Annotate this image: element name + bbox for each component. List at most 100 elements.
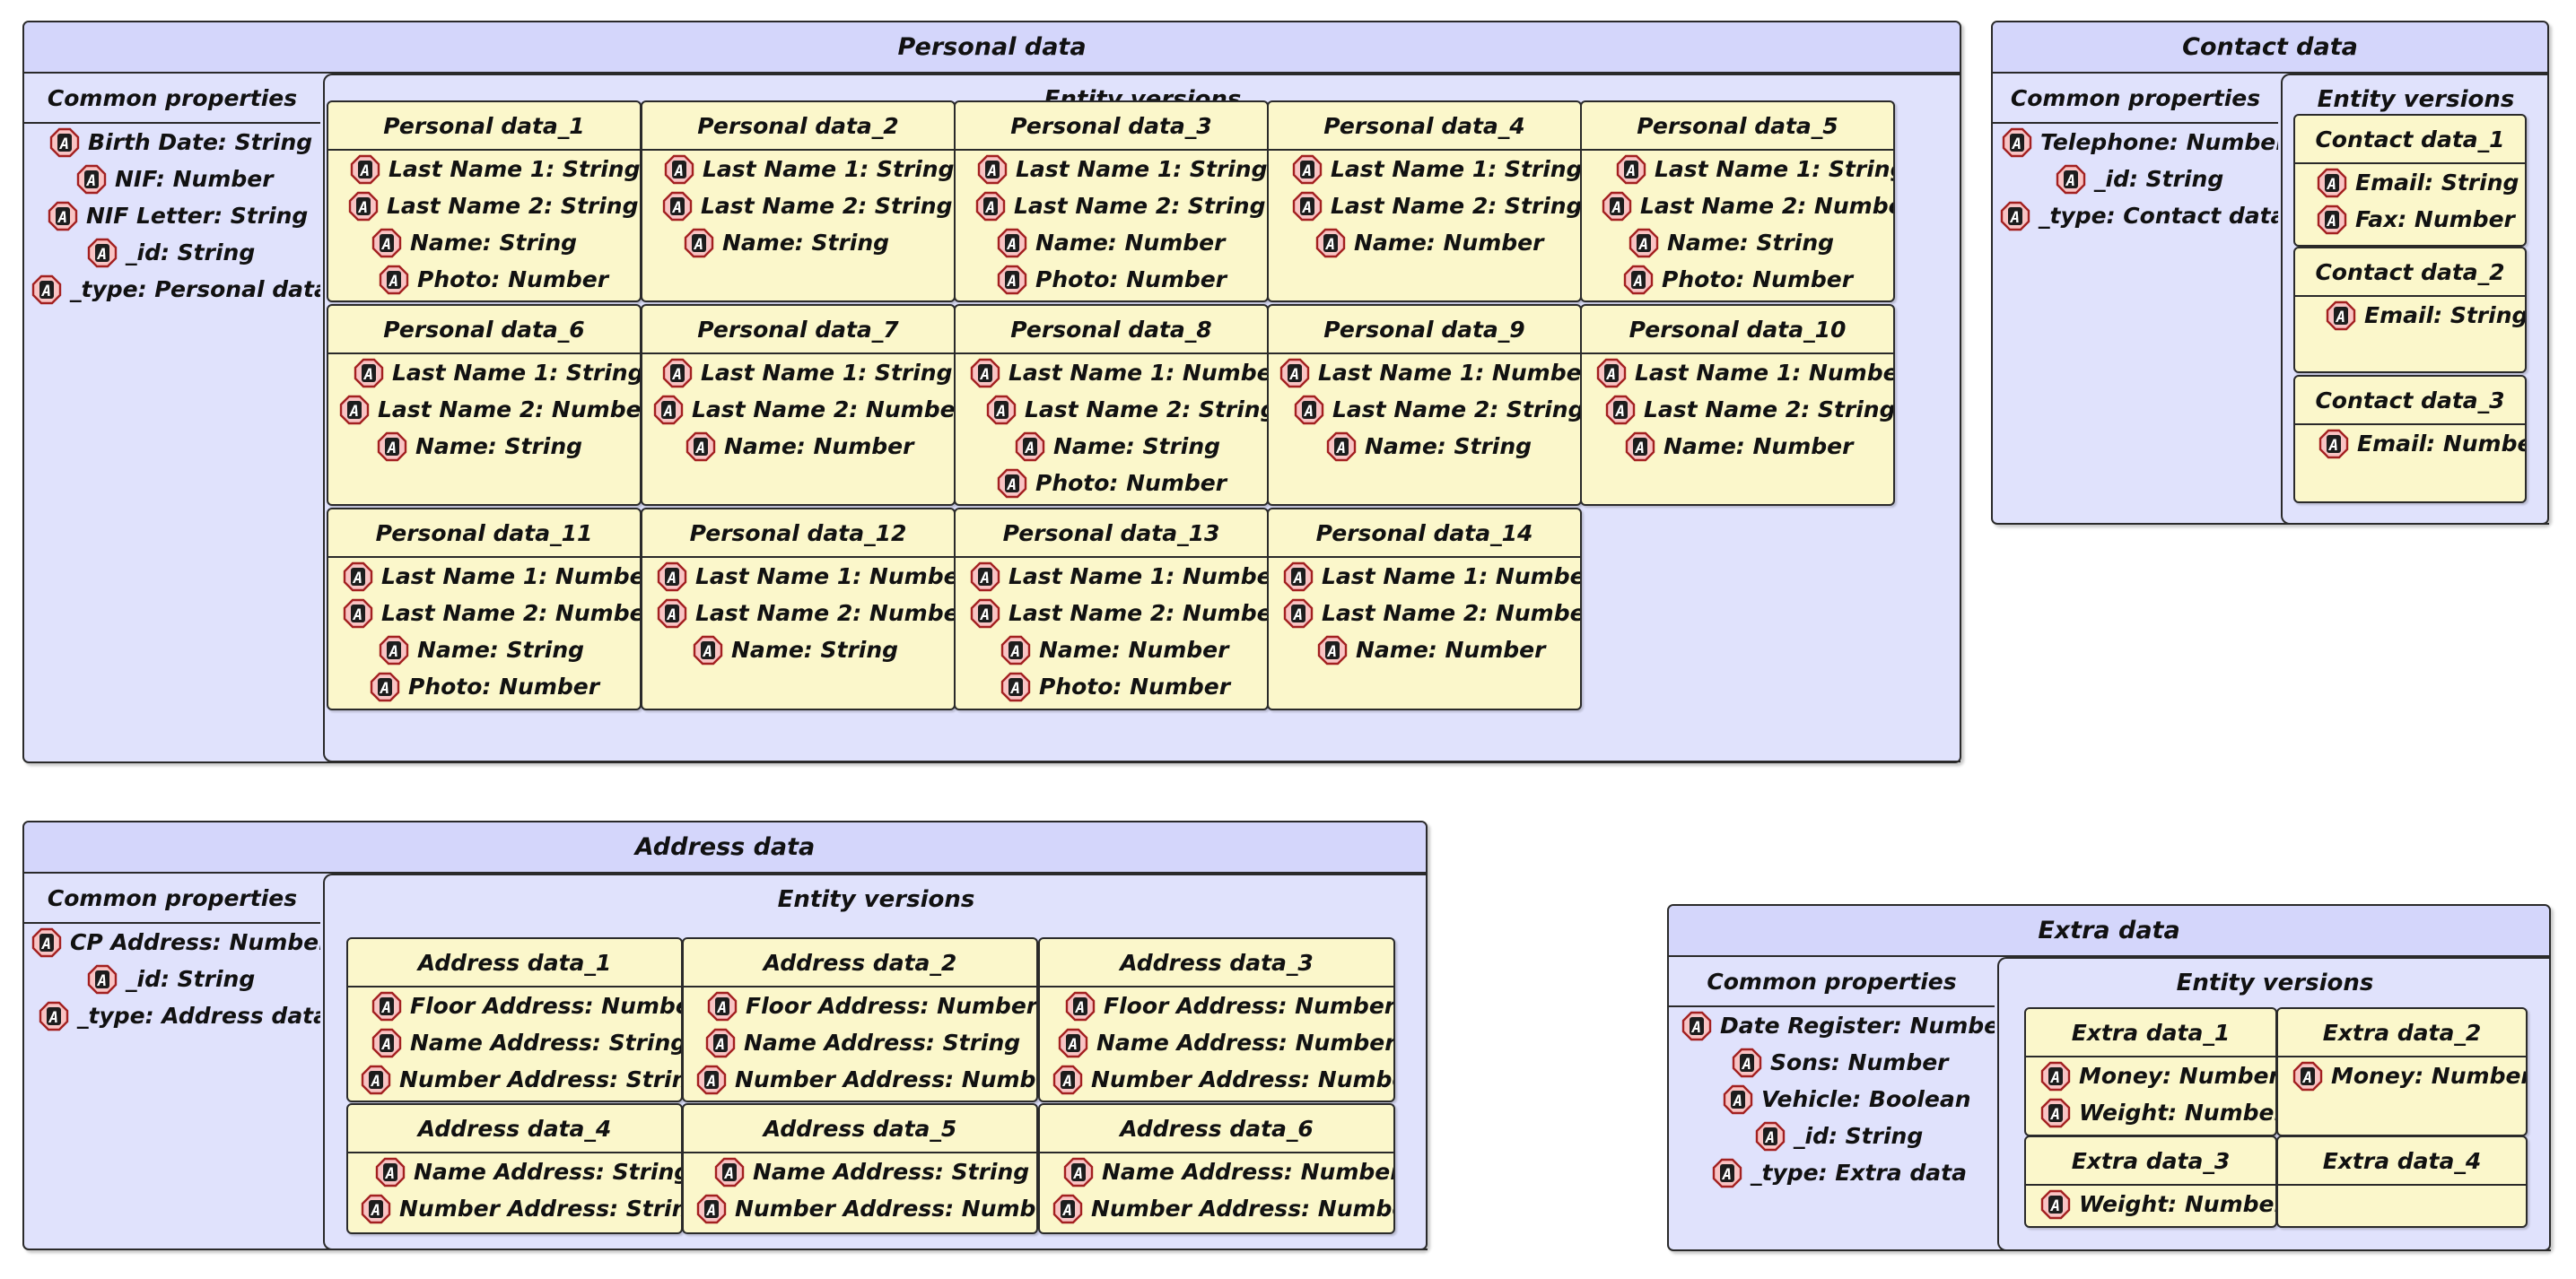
attribute-icon: A: [2056, 164, 2086, 195]
attribute-icon: A: [1294, 395, 1324, 425]
common-properties-title: Common properties: [24, 874, 320, 924]
attribute-icon: A: [379, 635, 409, 666]
attribute-label: Date Register: Number: [1720, 1013, 1995, 1039]
attribute-label: Last Name 2: Number: [1640, 193, 1893, 219]
attribute-icon: A: [1052, 1065, 1083, 1095]
attribute-label: _id: String: [126, 966, 256, 992]
attribute-label: Photo: Number: [417, 266, 609, 292]
entity-version-title: Address data_3: [1040, 939, 1393, 988]
svg-text:A: A: [1010, 643, 1020, 661]
attribute-label: Name Address: Number: [1102, 1159, 1393, 1185]
attribute-label: NIF: Number: [115, 166, 274, 192]
attribute-label: Vehicle: Boolean: [1761, 1086, 1971, 1112]
attribute-icon: A: [693, 635, 723, 666]
svg-text:A: A: [57, 209, 67, 227]
attribute-row: A Name Address: Number: [1040, 1153, 1393, 1190]
attribute-icon: A: [1279, 358, 1310, 388]
attribute-icon: A: [714, 1157, 745, 1188]
svg-text:A: A: [59, 135, 69, 153]
svg-text:A: A: [389, 643, 398, 661]
entity-version-title: Contact data_2: [2295, 248, 2525, 297]
svg-text:A: A: [381, 236, 391, 254]
svg-text:A: A: [2050, 1069, 2060, 1087]
attribute-icon: A: [1732, 1048, 1762, 1078]
entity-version-title: Personal data_3: [956, 102, 1267, 151]
attribute-icon: A: [1063, 1157, 1094, 1188]
address-package-title: Address data: [24, 822, 1426, 874]
attribute-icon: A: [977, 154, 1008, 185]
attribute-label: Photo: Number: [1662, 266, 1854, 292]
attribute-label: Last Name 1: Number: [695, 563, 954, 589]
entity-version-card[interactable]: Extra data_4: [2276, 1135, 2528, 1228]
attribute-label: Photo: Number: [1035, 266, 1227, 292]
attribute-icon: A: [2318, 429, 2349, 459]
attribute-label: Name Address: Number: [1096, 1030, 1393, 1056]
svg-text:A: A: [2328, 437, 2338, 455]
svg-text:A: A: [385, 1165, 395, 1183]
attribute-icon: A: [2040, 1098, 2071, 1128]
attribute-label: Photo: Number: [1035, 470, 1227, 496]
attribute-icon: A: [970, 561, 1000, 592]
entity-version-title: Personal data_1: [328, 102, 640, 151]
attribute-label: Name Address: String: [744, 1030, 1021, 1056]
attribute-row: A_type: Personal data: [24, 271, 320, 308]
attribute-icon: A: [354, 358, 384, 388]
svg-text:A: A: [1722, 1166, 1732, 1184]
svg-text:A: A: [1691, 1019, 1701, 1037]
extra-entity-versions: Entity versions: [1997, 957, 2551, 1251]
attribute-label: Telephone: Number: [2040, 129, 2278, 155]
attribute-row: A_type: Contact data: [1993, 197, 2278, 234]
attribute-icon: A: [1315, 228, 1346, 258]
attribute-label: Last Name 1: Number: [1635, 360, 1893, 386]
attribute-icon: A: [684, 228, 714, 258]
svg-text:A: A: [97, 972, 107, 990]
attribute-icon: A: [31, 927, 62, 958]
